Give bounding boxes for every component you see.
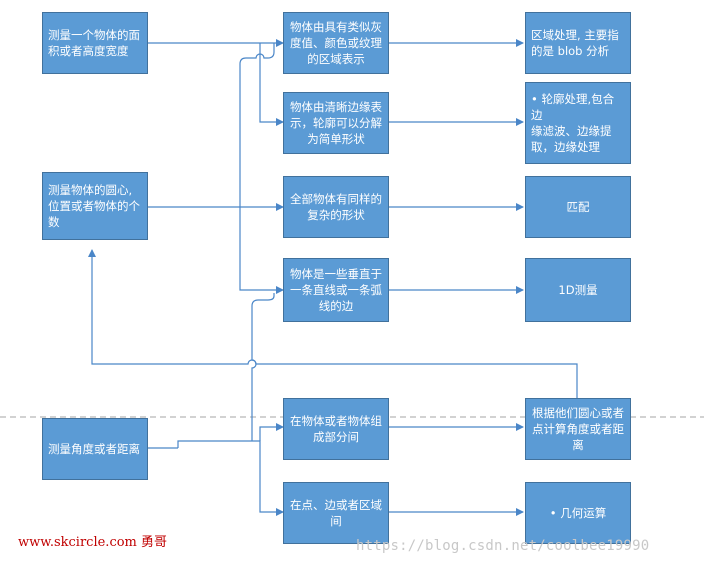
box-1d-measure[interactable]: 1D测量 [525, 258, 631, 322]
box-between-parts[interactable]: 在物体或者物体组 成部分间 [283, 398, 389, 460]
box-blob-analysis[interactable]: 区域处理, 主要指 的是 blob 分析 [525, 12, 631, 74]
box-measure-angle[interactable]: 测量角度或者距离 [42, 418, 148, 480]
connector-angle-to-parts [259, 423, 284, 441]
box-contour-processing[interactable]: • 轮廓处理,包合边 缘滤波、边缘提 取，边缘处理 [525, 82, 631, 164]
connector-center-to-texture [239, 43, 275, 207]
box-complex-shape[interactable]: 全部物体有同样的 复杂的形状 [283, 176, 389, 238]
connector-area-to-edges [259, 43, 284, 126]
watermark-left: www.skcircle.com 勇哥 [18, 535, 168, 550]
box-measure-center[interactable]: 测量物体的圆心, 位置或者物体的个 数 [42, 172, 148, 240]
box-straight-edge[interactable]: 物体是一些垂直于 一条直线或一条弧 线的边 [283, 258, 389, 322]
box-angle-calc[interactable]: 根据他们圆心或者 点计算角度或者距 离 [525, 398, 631, 460]
box-matching[interactable]: 匹配 [525, 176, 631, 238]
connector-angle-to-straightedge [251, 293, 275, 441]
box-gray-texture-region[interactable]: 物体由具有类似灰 度值、颜色或纹理 的区域表示 [283, 12, 389, 74]
connector-feedback-loop [88, 249, 578, 398]
box-geometry-ops[interactable]: • 几何运算 [525, 482, 631, 544]
connector-center-to-straightedge [239, 207, 284, 294]
box-between-regions[interactable]: 在点、边或者区域 间 [283, 482, 389, 544]
box-clear-edges[interactable]: 物体由清晰边缘表 示，轮廓可以分解 为简单形状 [283, 92, 389, 154]
watermark-right: https://blog.csdn.net/coolbee19990 [356, 538, 650, 554]
connector-angle-trunk [177, 440, 284, 516]
box-measure-area[interactable]: 测量一个物体的面 积或者高度宽度 [42, 12, 148, 74]
